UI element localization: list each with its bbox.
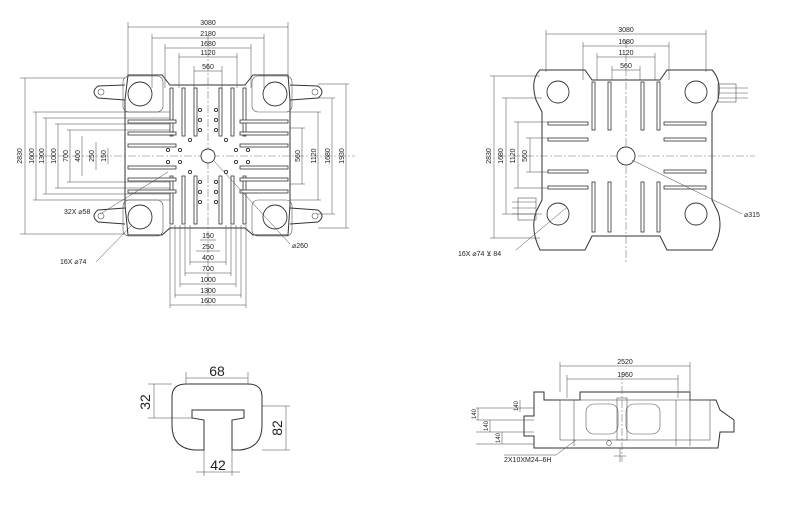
platen-outline <box>124 74 291 236</box>
section-dim-140-c: 140 <box>496 432 502 443</box>
dim-r-v560: 560 <box>522 150 529 162</box>
dim-b-250: 250 <box>202 244 214 251</box>
section-dim-140-a: 140 <box>472 408 478 419</box>
section-cavity-left <box>585 403 619 435</box>
dim-r-v2830: 2830 <box>486 148 493 164</box>
dim-r-v1680: 1680 <box>498 148 505 164</box>
platen-section-view: 2520 1960 140 140 140 140 2X10XM24–6H <box>472 359 735 464</box>
dim-l-700: 700 <box>63 150 70 162</box>
mounting-holes-58 <box>165 107 251 205</box>
tie-bar-hole-br <box>262 204 288 230</box>
platen-plan-view-right: 3080 1680 1120 560 2830 1680 1120 560 16… <box>458 27 760 262</box>
section-dim-140-d: 140 <box>514 400 520 411</box>
dim-l-1300: 1300 <box>39 148 46 164</box>
dim-2180: 2180 <box>200 31 216 38</box>
tie-bar-hole-r-tl <box>546 80 570 104</box>
dim-r-v1120: 1120 <box>510 148 517 163</box>
dim-b-400: 400 <box>202 255 214 262</box>
right-dimension-stack: 560 1120 1680 1930 <box>290 83 349 229</box>
tie-bar-hole-r-br <box>684 202 708 226</box>
horizontal-t-slots <box>127 119 289 194</box>
dim-l-250: 250 <box>89 150 96 162</box>
dim-l-2830: 2830 <box>17 148 24 164</box>
top-dimension-stack: 3080 2180 1680 1120 560 <box>127 20 289 88</box>
dim-b-1600: 1600 <box>200 298 216 305</box>
center-bore-260 <box>200 148 216 164</box>
callout-16x74-84: 16X ⌀74 ⊻ 84 <box>458 250 501 258</box>
callout-32x58: 32X ⌀58 <box>64 209 91 216</box>
t-slots-right <box>547 81 707 233</box>
platen-outline-r <box>533 69 721 251</box>
tslot-dim-68: 68 <box>209 363 225 379</box>
callout-16x74: 16X ⌀74 <box>60 259 87 266</box>
section-dim-140-b: 140 <box>484 420 490 431</box>
tslot-dim-32: 32 <box>137 394 153 410</box>
dim-b-1300: 1300 <box>200 288 216 295</box>
dim-l-1600: 1600 <box>29 148 36 164</box>
leader-315 <box>631 159 743 215</box>
tie-bar-hole-r-tr <box>684 80 708 104</box>
dim-3080: 3080 <box>200 20 216 27</box>
section-left-dims: 140 140 140 140 <box>472 400 534 445</box>
dim-b-1000: 1000 <box>200 277 216 284</box>
ear-top-left <box>93 84 126 101</box>
dim-1680: 1680 <box>200 41 216 48</box>
leader-32x58 <box>99 171 169 215</box>
top-dimension-stack-r: 3080 1680 1120 560 <box>545 27 707 80</box>
section-dim-2520: 2520 <box>617 359 633 366</box>
tie-bar-hole-r-bl <box>546 202 570 226</box>
leader-16x74-r <box>515 207 567 251</box>
tie-bar-hole-tl <box>127 81 153 107</box>
dim-r-1120: 1120 <box>311 148 318 163</box>
tie-bar-hole-tr <box>262 81 288 107</box>
thread-note: 2X10XM24–6H <box>504 457 551 464</box>
left-dimension-stack: 2830 1600 1300 1000 700 400 250 150 <box>17 77 170 235</box>
platen-plan-view-left: 3080 2180 1680 1120 560 150 250 400 700 … <box>17 20 355 308</box>
leader-center-260 <box>213 160 291 245</box>
dim-r-h1680: 1680 <box>618 39 634 46</box>
t-slot-detail: 68 32 82 42 <box>137 363 290 476</box>
ear-bottom-left <box>93 207 126 225</box>
left-dimension-stack-r: 2830 1680 1120 560 <box>486 75 548 239</box>
dim-r-1680: 1680 <box>325 148 332 164</box>
section-outline <box>523 391 735 449</box>
section-web <box>559 399 711 441</box>
side-lugs-right <box>512 83 748 221</box>
dim-r-h560: 560 <box>620 63 632 70</box>
leader-16x74 <box>95 224 133 263</box>
bottom-dimension-stack: 150 250 400 700 1000 1300 1600 <box>169 225 247 308</box>
dim-r-560: 560 <box>295 150 302 162</box>
dim-r-3080: 3080 <box>618 27 634 34</box>
dim-r-1930: 1930 <box>339 148 346 164</box>
dim-l-150: 150 <box>101 150 108 162</box>
dim-b-700: 700 <box>202 266 214 273</box>
t-slot-profile <box>171 383 263 451</box>
center-bore-315 <box>616 146 636 166</box>
tslot-dim-42: 42 <box>210 457 226 473</box>
ear-bottom-right <box>289 207 323 225</box>
callout-260: ⌀260 <box>292 243 308 250</box>
vertical-t-slots <box>169 87 247 225</box>
tie-bar-hole-bl <box>127 204 153 230</box>
dim-b-150: 150 <box>202 233 214 240</box>
dim-l-1000: 1000 <box>51 148 58 164</box>
dim-1120: 1120 <box>200 50 215 57</box>
section-dim-1960: 1960 <box>617 372 633 379</box>
callout-315: ⌀315 <box>744 212 760 219</box>
ear-top-right <box>289 84 323 101</box>
tslot-dim-82: 82 <box>269 420 285 436</box>
dim-l-400: 400 <box>75 150 82 162</box>
dim-r-h1120: 1120 <box>618 50 633 57</box>
dim-560: 560 <box>202 64 214 71</box>
section-cavity-right <box>625 403 661 435</box>
